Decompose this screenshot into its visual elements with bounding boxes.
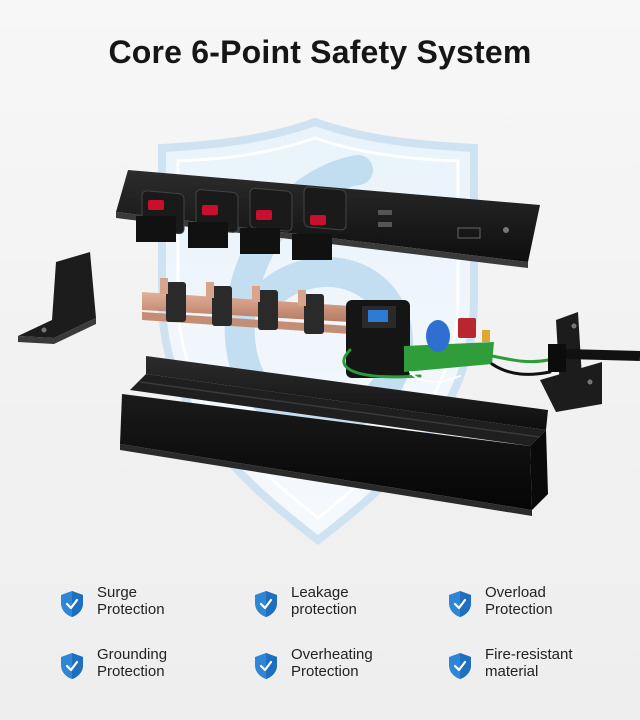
shield-check-icon bbox=[255, 653, 277, 679]
shield-check-icon bbox=[61, 653, 83, 679]
aluminum-housing bbox=[120, 356, 548, 516]
shield-check-icon bbox=[449, 653, 471, 679]
shield-check-icon bbox=[61, 591, 83, 617]
power-strip-exploded-illustration bbox=[18, 117, 640, 546]
shield-check-icon bbox=[449, 591, 471, 617]
left-end-cap bbox=[18, 252, 96, 344]
page-title: Core 6-Point Safety System bbox=[108, 34, 532, 70]
right-end-cap-with-cord bbox=[540, 312, 640, 412]
breaker-module bbox=[346, 300, 494, 378]
wires bbox=[342, 348, 552, 383]
faceplate bbox=[116, 170, 540, 268]
shield-check-icon bbox=[255, 591, 277, 617]
busbar-assembly bbox=[142, 278, 350, 334]
